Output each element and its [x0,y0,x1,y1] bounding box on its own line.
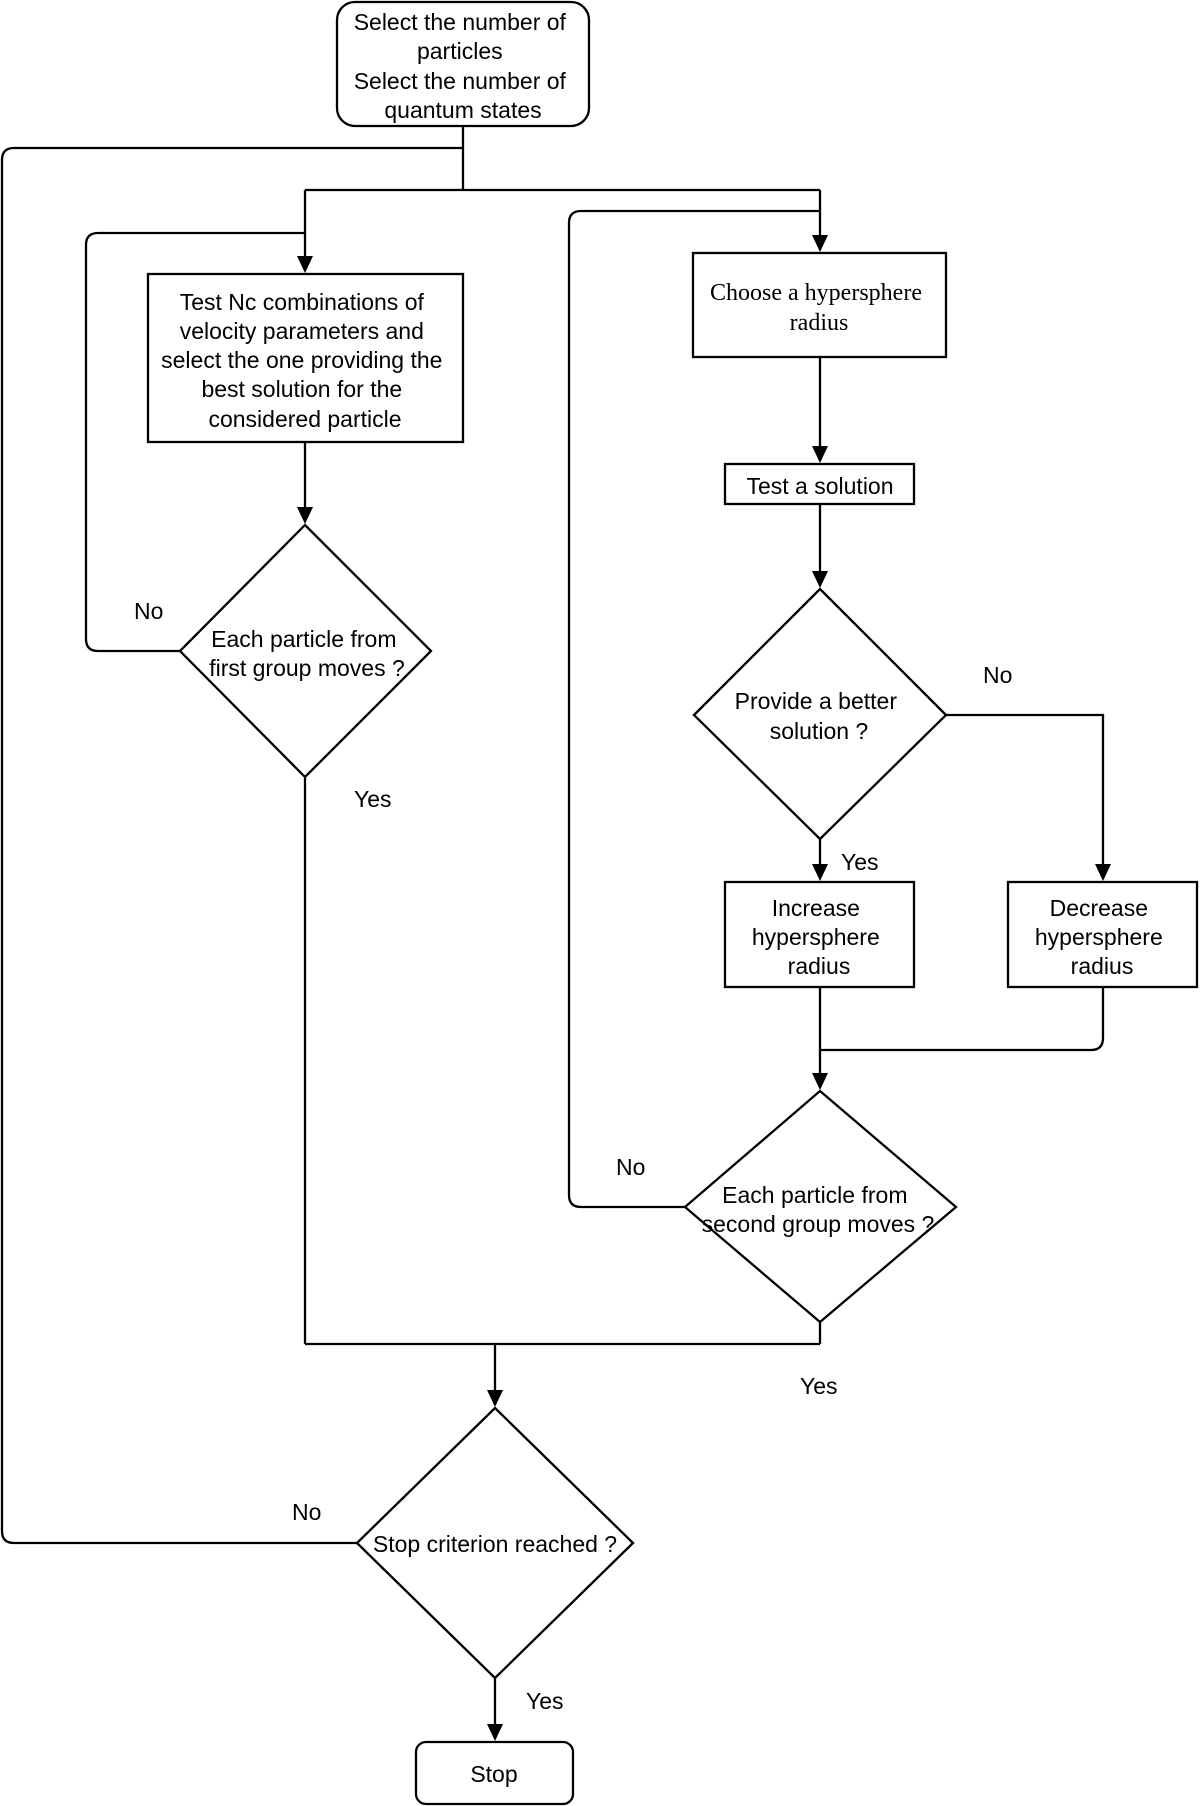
svg-text:Each particle from first: Each particle from first group moves ? [209,626,405,681]
svg-text:Each particle from secon: Each particle from second group moves ? [702,1182,935,1237]
arrowhead-second-decision [812,1073,828,1090]
edge-labels: No Yes No Yes No Yes No Yes [134,598,1012,1714]
connector-stop-no-loop [0,146,463,1545]
second-group-decision: Each particle from second group moves ? [683,1089,958,1324]
svg-text:Test Nc combinations of: Test Nc combinations of velocity paramet… [161,289,449,432]
connector-decrease-merge [820,987,1105,1052]
better-decision-line-1: Provide a better [735,688,898,714]
decrease-line-3: radius [1071,953,1134,979]
arrowheads [297,235,1111,1741]
arrowhead-test-solution [812,446,828,463]
test-nc-line-1: Test Nc combinations of [180,289,425,315]
better-no-label: No [983,662,1012,688]
svg-text:Choose a hypersphere rad: Choose a hypersphere radius [710,280,928,336]
first-yes-label: Yes [354,786,392,812]
test-nc-line-3: select the one providing the [161,347,442,373]
start-label-line-4: quantum states [384,97,541,123]
better-solution-decision: Provide a better solution ? [692,587,948,841]
start-node: Select the number of particles Select th… [335,0,591,128]
svg-text:Select the number of par: Select the number of particles Select th… [354,9,573,123]
choose-radius-line-2: radius [790,310,849,336]
second-decision-line-2: second group moves ? [702,1211,935,1237]
arrowhead-decrease [1095,864,1111,881]
connector-first-no-loop [84,231,305,653]
svg-text:Decrease hypersphere: Decrease hypersphere radius [1035,895,1169,979]
svg-text:Provide a better solutio: Provide a better solution ? [735,688,904,744]
start-label-line-3: Select the number of [354,68,567,94]
stop-no-label: No [292,1499,321,1525]
better-decision-line-2: solution ? [770,718,868,744]
arrowhead-stop-decision [487,1390,503,1407]
svg-text:Test a solution: Test a solution [746,473,893,499]
arrowhead-better-decision [812,571,828,588]
stop-decision-label: Stop criterion reached ? [373,1531,617,1557]
first-group-decision: Each particle from first group moves ? [178,523,433,779]
arrowhead-stop [487,1724,503,1741]
test-nc-box: Test Nc combinations of velocity paramet… [146,272,465,444]
choose-radius-box: Choose a hypersphere radius [691,251,948,359]
second-decision-line-1: Each particle from [722,1182,907,1208]
first-decision-line-1: Each particle from [211,626,396,652]
first-decision-line-2: first group moves ? [209,655,405,681]
first-no-label: No [134,598,163,624]
stop-node: Stop [414,1740,575,1806]
stop-label: Stop [470,1761,517,1787]
start-label-line-1: Select the number of [354,9,567,35]
arrowhead-choose-radius [812,235,828,252]
connectors [0,127,1105,1731]
stop-criterion-decision: Stop criterion reached ? [355,1406,635,1680]
svg-text:Stop: Stop [470,1761,517,1787]
start-label-line-2: particles [417,38,503,64]
second-yes-label: Yes [800,1373,838,1399]
choose-radius-line-1: Choose a hypersphere [710,280,922,306]
arrowhead-test-nc [297,256,313,273]
increase-line-1: Increase [772,895,860,921]
svg-text:Stop criterion reached ?: Stop criterion reached ? [373,1531,617,1557]
increase-line-2: hypersphere [752,924,880,950]
svg-text:Increase hypersphere: Increase hypersphere radius [752,895,886,979]
arrowhead-first-decision [297,507,313,524]
test-nc-line-4: best solution for the [201,376,402,402]
decrease-line-2: hypersphere [1035,924,1163,950]
decrease-radius-box: Decrease hypersphere radius [1006,880,1199,989]
arrowhead-increase [812,864,828,881]
decrease-line-1: Decrease [1050,895,1148,921]
increase-radius-box: Increase hypersphere radius [723,880,916,989]
test-nc-line-2: velocity parameters and [180,318,424,344]
connector-second-no-loop [567,209,820,1209]
test-solution-box: Test a solution [723,462,916,506]
better-yes-label: Yes [841,849,879,875]
test-nc-line-5: considered particle [208,406,401,432]
test-solution-label: Test a solution [746,473,893,499]
second-no-label: No [616,1154,645,1180]
connector-better-no-to-decrease [946,713,1105,871]
stop-yes-label: Yes [526,1688,564,1714]
increase-line-3: radius [788,953,851,979]
